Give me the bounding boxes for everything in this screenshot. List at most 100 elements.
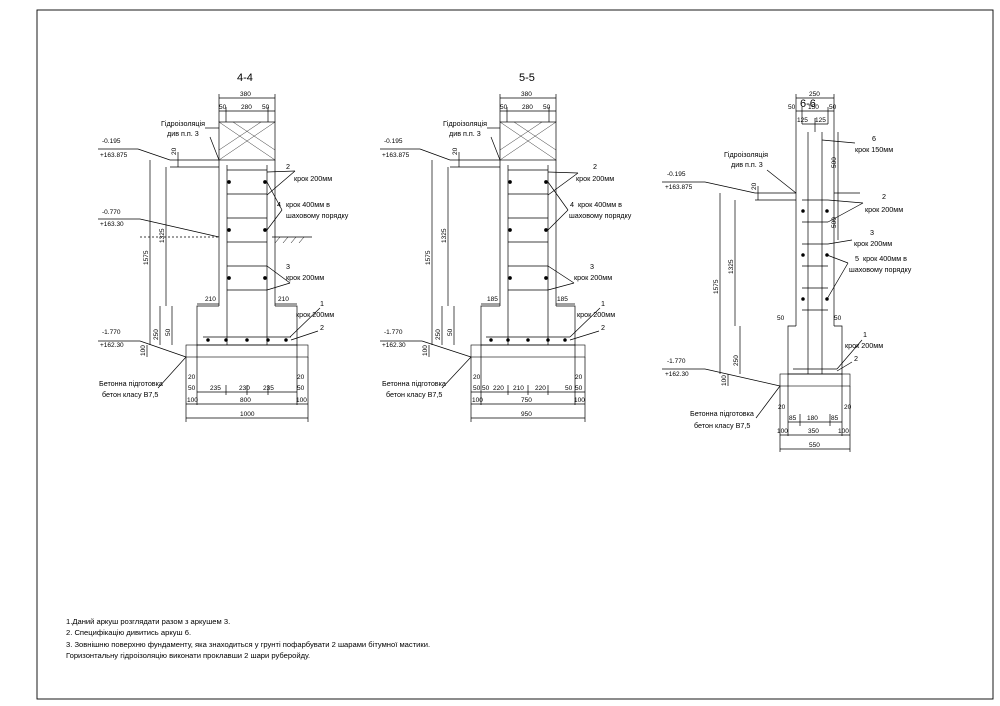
svg-text:50: 50 [788,104,796,111]
svg-text:-0.195: -0.195 [384,138,403,145]
svg-text:крок 200мм: крок 200мм [854,239,892,248]
svg-text:+163.875: +163.875 [100,152,128,159]
svg-text:2: 2 [286,162,290,171]
svg-text:+162.30: +162.30 [382,342,406,349]
svg-text:крок 400мм в: крок 400мм в [286,200,330,209]
svg-text:20: 20 [844,404,852,411]
svg-text:2: 2 [320,323,324,332]
svg-text:500: 500 [831,157,838,168]
svg-text:крок 200мм: крок 200мм [296,310,334,319]
svg-text:Бетонна підготовка: Бетонна підготовка [99,379,163,388]
svg-text:50: 50 [565,385,573,392]
svg-text:крок 200мм: крок 200мм [286,273,324,282]
svg-text:+162.30: +162.30 [665,371,689,378]
section-title: 6-6 [800,98,816,110]
svg-text:750: 750 [521,397,532,404]
note-2: 2. Специфікацію дивитись аркуш 6. [66,628,192,638]
svg-text:235: 235 [210,385,221,392]
svg-text:185: 185 [557,296,568,303]
svg-text:+163.875: +163.875 [382,152,410,159]
svg-text:50: 50 [473,385,481,392]
svg-text:2: 2 [601,323,605,332]
svg-text:20: 20 [473,374,481,381]
svg-text:Гідроізоляція: Гідроізоляція [443,119,487,128]
svg-text:2: 2 [854,354,858,363]
svg-text:20: 20 [188,374,196,381]
svg-text:6: 6 [872,134,876,143]
svg-text:1575: 1575 [713,279,720,294]
svg-text:-1.770: -1.770 [102,329,121,336]
svg-text:50: 50 [500,104,508,111]
svg-text:+162.30: +162.30 [100,342,124,349]
svg-text:380: 380 [240,91,251,98]
svg-text:210: 210 [513,385,524,392]
svg-text:див п.п. 3: див п.п. 3 [449,129,481,138]
svg-text:+163.30: +163.30 [100,221,124,228]
svg-text:350: 350 [808,428,819,435]
svg-text:100: 100 [187,397,198,404]
svg-text:крок 200мм: крок 200мм [574,273,612,282]
svg-text:210: 210 [278,296,289,303]
svg-text:800: 800 [240,397,251,404]
svg-text:250: 250 [733,355,740,366]
svg-text:див п.п. 3: див п.п. 3 [731,160,763,169]
svg-text:230: 230 [239,385,250,392]
svg-text:100: 100 [140,345,147,356]
svg-text:180: 180 [807,415,818,422]
svg-text:50: 50 [188,385,196,392]
svg-text:235: 235 [263,385,274,392]
svg-text:20: 20 [778,404,786,411]
svg-text:150: 150 [808,104,819,111]
svg-text:50: 50 [219,104,227,111]
svg-text:100: 100 [838,428,849,435]
svg-text:20: 20 [171,147,178,155]
svg-text:крок 400мм в: крок 400мм в [863,254,907,263]
svg-text:220: 220 [493,385,504,392]
svg-text:+163.875: +163.875 [665,184,693,191]
note-4: Горизонтальну гідроізоляцію виконати про… [66,650,311,660]
svg-text:1: 1 [863,330,867,339]
svg-text:50: 50 [777,315,785,322]
svg-text:185: 185 [487,296,498,303]
sheet-frame [36,9,994,700]
svg-text:-1.770: -1.770 [667,358,686,365]
svg-text:1: 1 [320,299,324,308]
section-6-6: 6-6 250 50 150 50 125 125 Гідроізоляція … [662,91,912,452]
note-3: 3. Зовнішню поверхню фундаменту, яка зна… [66,639,431,649]
svg-text:100: 100 [472,397,483,404]
svg-text:210: 210 [205,296,216,303]
svg-text:100: 100 [574,397,585,404]
svg-text:1575: 1575 [425,250,432,265]
note-1: 1.Даний аркуш розглядати разом з аркушем… [66,617,231,626]
svg-text:50: 50 [543,104,551,111]
svg-text:280: 280 [522,104,533,111]
svg-text:85: 85 [789,415,797,422]
svg-text:100: 100 [721,375,728,386]
svg-text:950: 950 [521,411,532,418]
svg-text:50: 50 [834,315,842,322]
svg-text:20: 20 [297,374,305,381]
svg-text:шаховому порядку: шаховому порядку [286,211,349,220]
svg-text:100: 100 [296,397,307,404]
svg-text:-0.195: -0.195 [667,171,686,178]
svg-text:20: 20 [575,374,583,381]
section-title: 5-5 [519,72,535,84]
svg-text:50: 50 [262,104,270,111]
section-5-5: 5-5 380 50 280 50 Гідроізоляція див п.п.… [380,72,632,422]
svg-text:2: 2 [882,192,886,201]
svg-text:50: 50 [447,328,454,336]
section-4-4: 4-4 380 50 280 50 Гі [98,72,349,422]
svg-text:3: 3 [590,262,594,271]
svg-text:1575: 1575 [143,250,150,265]
svg-text:1325: 1325 [159,228,166,243]
svg-text:100: 100 [777,428,788,435]
svg-text:бетон класу В7,5: бетон класу В7,5 [386,390,442,399]
svg-text:100: 100 [422,345,429,356]
svg-text:125: 125 [797,117,808,124]
svg-text:крок 400мм в: крок 400мм в [578,200,622,209]
svg-text:шаховому порядку: шаховому порядку [569,211,632,220]
svg-text:50: 50 [165,328,172,336]
svg-text:5: 5 [855,254,859,263]
svg-text:1: 1 [601,299,605,308]
